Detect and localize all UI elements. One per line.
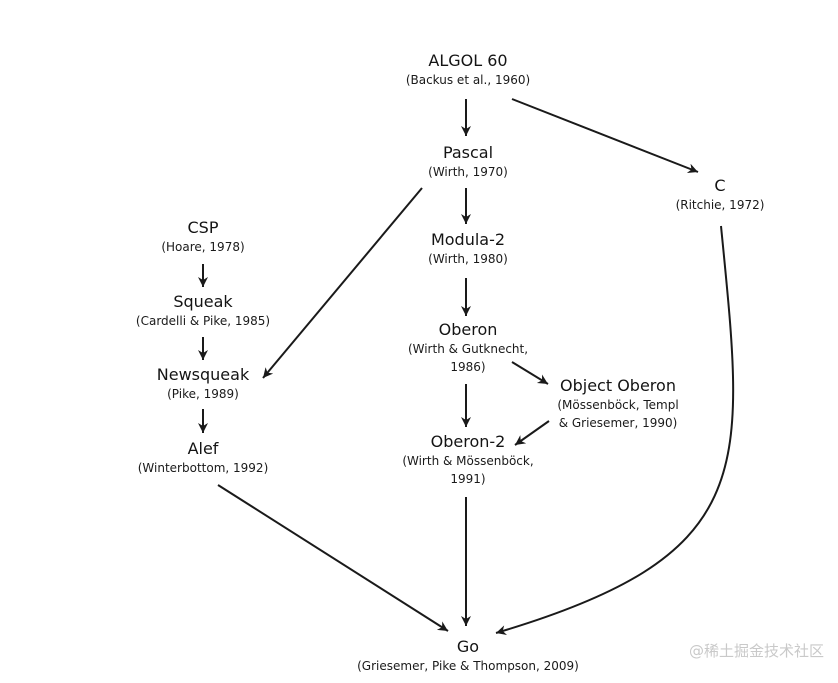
node-meta: (Backus et al., 1960) (405, 73, 531, 87)
node-name: ALGOL 60 (428, 51, 508, 70)
node-algol60: ALGOL 60 (Backus et al., 1960) (398, 51, 538, 89)
node-squeak: Squeak (Cardelli & Pike, 1985) (113, 292, 293, 330)
node-c: C (Ritchie, 1972) (650, 176, 790, 214)
node-modula2: Modula-2 (Wirth, 1980) (398, 230, 538, 268)
node-alef: Alef (Winterbottom, 1992) (123, 439, 283, 477)
edge-c-to-go (495, 225, 735, 635)
node-meta: (Griesemer, Pike & Thompson, 2009) (357, 659, 579, 673)
edge-pascal-to-newsqueak (262, 187, 423, 379)
node-name: Alef (187, 439, 219, 458)
node-oberon2: Oberon-2 (Wirth & Mössenböck, 1991) (383, 432, 553, 488)
node-name: Squeak (173, 292, 233, 311)
node-meta: (Pike, 1989) (167, 387, 239, 401)
node-newsqueak: Newsqueak (Pike, 1989) (133, 365, 273, 403)
node-pascal: Pascal (Wirth, 1970) (398, 143, 538, 181)
watermark-text: @稀土掘金技术社区 (688, 642, 824, 660)
node-name: Modula-2 (430, 230, 506, 249)
node-meta: (Mössenböck, Templ (557, 398, 679, 412)
node-meta: (Hoare, 1978) (161, 240, 245, 254)
node-go: Go (Griesemer, Pike & Thompson, 2009) (338, 637, 598, 675)
node-name: Newsqueak (156, 365, 250, 384)
node-name: Go (456, 637, 480, 656)
node-meta: (Wirth & Mössenböck, (402, 454, 534, 468)
node-meta: 1991) (450, 472, 486, 486)
node-name: C (714, 176, 726, 195)
edge-object-oberon-to-oberon2 (514, 420, 550, 446)
node-meta: (Winterbottom, 1992) (137, 461, 269, 475)
node-name: Oberon-2 (430, 432, 506, 451)
edge-alef-to-go (217, 484, 449, 632)
node-meta: (Cardelli & Pike, 1985) (135, 314, 271, 328)
node-name: Object Oberon (560, 376, 676, 395)
node-meta: 1986) (450, 360, 486, 374)
node-name: CSP (187, 218, 219, 237)
node-name: Oberon (438, 320, 498, 339)
node-meta: (Wirth, 1970) (428, 165, 508, 179)
node-csp: CSP (Hoare, 1978) (133, 218, 273, 256)
node-meta: & Griesemer, 1990) (558, 416, 678, 430)
node-meta: (Ritchie, 1972) (675, 198, 765, 212)
edge-algol60-to-c (511, 98, 699, 174)
node-oberon: Oberon (Wirth & Gutknecht, 1986) (388, 320, 548, 376)
node-meta: (Wirth, 1980) (428, 252, 508, 266)
node-name: Pascal (442, 143, 494, 162)
node-object-oberon: Object Oberon (Mössenböck, Templ & Gries… (538, 376, 698, 432)
node-meta: (Wirth & Gutknecht, (407, 342, 529, 356)
edge-oberon-to-object-oberon (511, 361, 549, 385)
